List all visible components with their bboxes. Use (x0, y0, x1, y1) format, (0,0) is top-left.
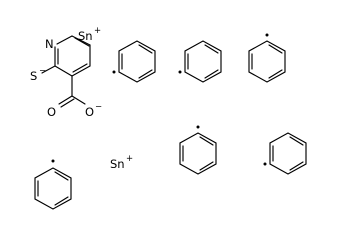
bond-n-c6 (56, 35, 73, 45)
phenyl-radical-1 (112, 40, 156, 83)
radical-dot-6 (51, 159, 55, 163)
bond-c2-s (41, 65, 56, 74)
radical-dot-1 (112, 70, 116, 74)
bond-c3-c2 (54, 65, 73, 77)
tin-cation-bottom: Sn + (110, 154, 133, 171)
radical-dot-4 (196, 125, 200, 129)
atom-sn-top: Sn (78, 29, 93, 43)
phenyl-radical-5 (263, 132, 307, 175)
charge-sn-bottom: + (126, 154, 133, 164)
phenyl-radical-3 (248, 33, 286, 83)
tin-cation-top: Sn + (78, 26, 101, 43)
charge-sn-top: + (94, 26, 101, 36)
phenyl-radical-2 (178, 40, 222, 83)
atom-o-carbonyl: O (47, 105, 56, 119)
bond-carboxyl-o-double-2 (60, 98, 75, 108)
radical-dot-2 (178, 70, 182, 74)
radical-dot-3 (265, 33, 269, 37)
atom-o-carboxylate: O (85, 105, 94, 119)
bond-carboxyl-o-single (71, 95, 86, 105)
phenyl-radical-4 (179, 125, 217, 175)
bond-carboxyl-o-double (58, 95, 73, 105)
bond-c6-c5-inner (74, 37, 90, 47)
atom-n: N (45, 37, 54, 51)
atom-s: S (30, 69, 37, 83)
phenyl-radical-6 (34, 159, 72, 210)
atom-sn-bottom: Sn (110, 157, 125, 171)
chemical-structure-diagram: N S − O O − Sn + Sn + (30, 26, 307, 210)
charge-s: − (39, 66, 46, 76)
pyridine-thiolate-carboxylate: N S − O O − (30, 35, 102, 119)
bond-c4-c3-inner (72, 63, 88, 73)
radical-dot-5 (263, 162, 267, 166)
charge-o-carboxylate: − (95, 102, 102, 112)
bond-c4-c3 (71, 65, 91, 77)
